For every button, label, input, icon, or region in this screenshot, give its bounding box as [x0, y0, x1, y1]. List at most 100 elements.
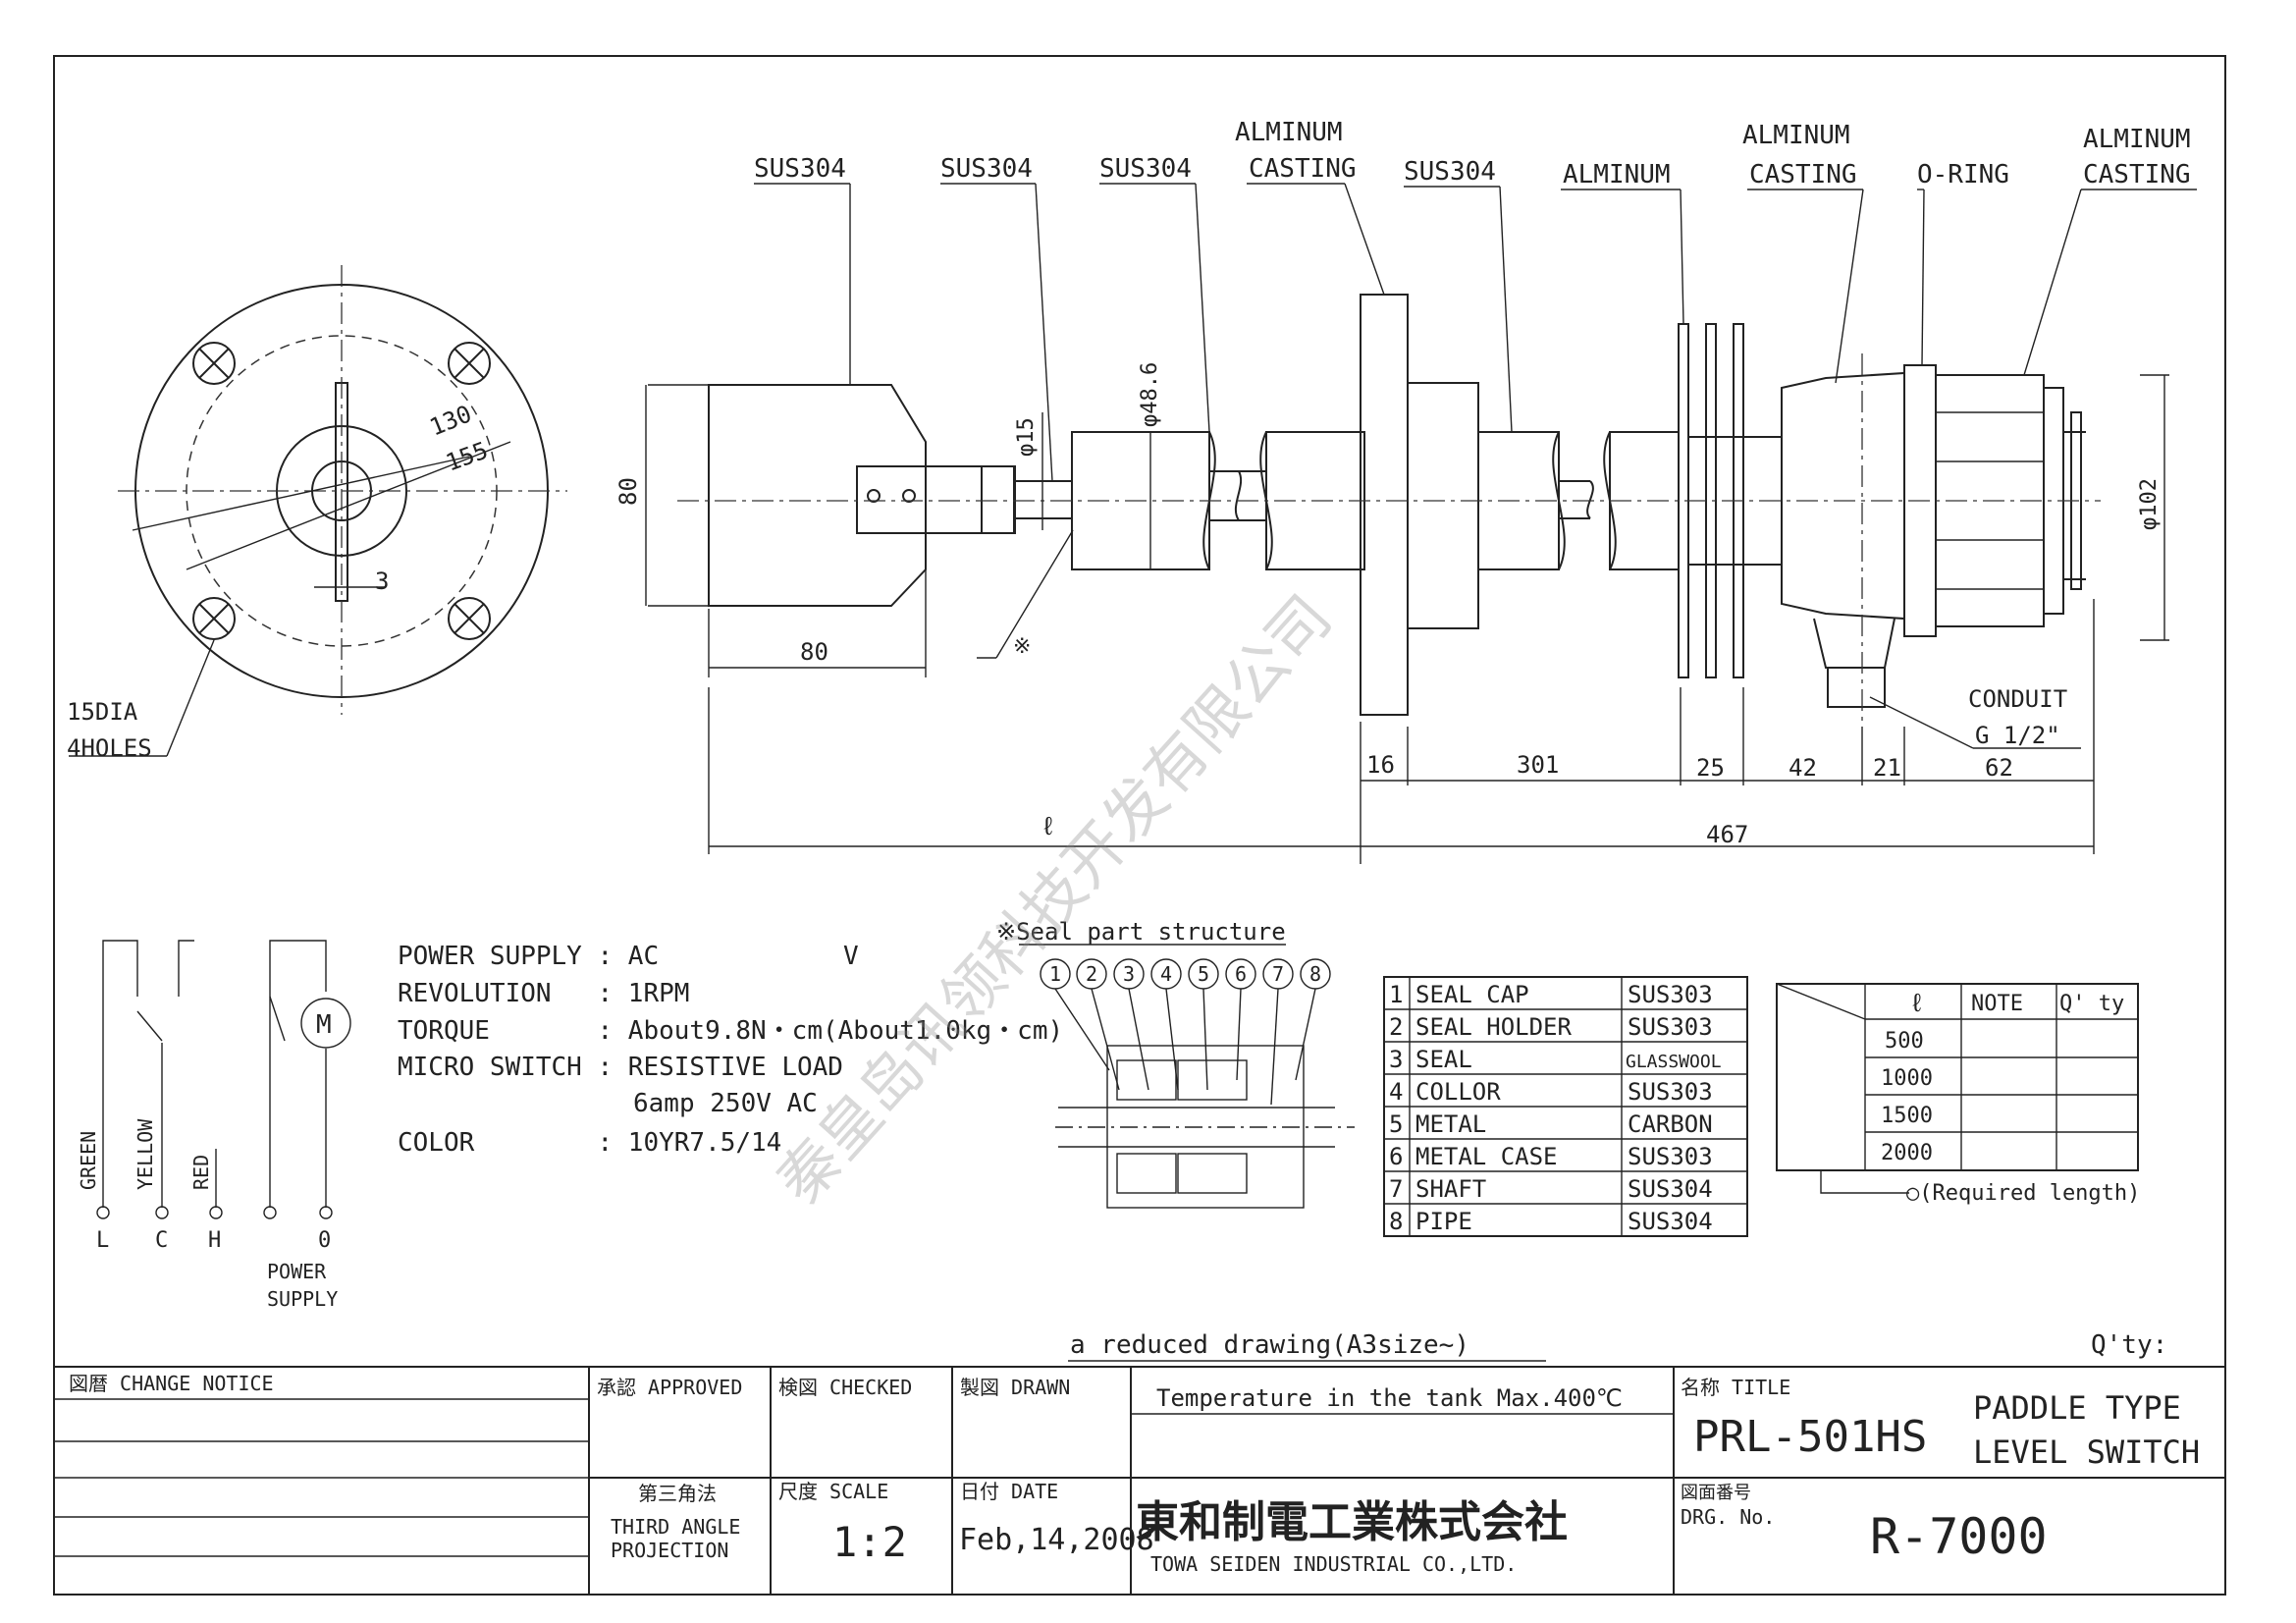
svg-text:1: 1 — [1049, 962, 1061, 986]
dim-62: 62 — [1985, 754, 2013, 782]
scale-label: 尺度 SCALE — [778, 1480, 888, 1503]
date-value: Feb,14,2008 — [959, 1523, 1154, 1557]
svg-text:METAL: METAL — [1415, 1110, 1486, 1138]
drawing-border — [53, 55, 2226, 1596]
parts-table-row: 5 METAL CARBON — [1389, 1110, 1713, 1138]
svg-text:2: 2 — [1086, 962, 1097, 986]
svg-text:SUS303: SUS303 — [1628, 1013, 1713, 1041]
dim-w80: 80 — [800, 638, 828, 666]
svg-text:7: 7 — [1389, 1175, 1403, 1203]
svg-text:COLOR : 10YR7.5/14: COLOR : 10YR7.5/14 — [398, 1128, 781, 1158]
parts-table-row: 1 SEAL CAP SUS303 — [1389, 981, 1713, 1008]
svg-text:POWER SUPPLY : AC V: POWER SUPPLY : AC V — [398, 942, 859, 971]
svg-text:1: 1 — [1389, 981, 1403, 1008]
holes-label-2: 4HOLES — [67, 734, 152, 762]
qty-label: Q'ty: — [2091, 1330, 2167, 1360]
length-table — [1776, 983, 2139, 1194]
projection-jp: 第三角法 — [638, 1482, 717, 1505]
svg-text:2: 2 — [1389, 1013, 1403, 1041]
dimension-lines — [645, 374, 2169, 864]
checked-label: 検図 CHECKED — [778, 1376, 912, 1399]
power-supply-label-2: SUPPLY — [267, 1287, 338, 1311]
svg-text:SEAL: SEAL — [1415, 1046, 1472, 1073]
material-alminum-casting-flange-2: CASTING — [1249, 154, 1357, 184]
svg-text:8: 8 — [1309, 962, 1321, 986]
length-header-ell: ℓ — [1909, 989, 1925, 1018]
dim-3: 3 — [375, 568, 389, 595]
svg-text:SUS303: SUS303 — [1628, 1143, 1713, 1170]
dim-ell: ℓ — [1041, 812, 1056, 841]
svg-text:5: 5 — [1389, 1110, 1403, 1138]
watermark: 秦皇岛讯领科技开发有限公司 — [763, 581, 1346, 1217]
svg-text:SEAL HOLDER: SEAL HOLDER — [1415, 1013, 1572, 1041]
company-en: TOWA SEIDEN INDUSTRIAL CO.,LTD. — [1150, 1552, 1517, 1576]
dim-16: 16 — [1366, 751, 1395, 779]
svg-text:SEAL CAP: SEAL CAP — [1415, 981, 1529, 1008]
material-sus304-shaft: SUS304 — [940, 154, 1033, 184]
material-o-ring: O-RING — [1917, 160, 2009, 189]
length-header-qty: Q' ty — [2059, 992, 2124, 1016]
required-length-note: ○(Required length) — [1906, 1181, 2140, 1206]
length-row: 1500 — [1881, 1104, 1933, 1128]
model-number: PRL-501HS — [1693, 1412, 1927, 1462]
dim-21: 21 — [1873, 754, 1901, 782]
drawn-label: 製図 DRAWN — [960, 1376, 1070, 1399]
wire-red: RED — [189, 1155, 213, 1190]
drg-label-jp: 図面番号 — [1681, 1483, 1751, 1503]
side-view — [677, 294, 2101, 727]
projection-line-2: PROJECTION — [611, 1539, 728, 1562]
length-header-note: NOTE — [1971, 992, 2023, 1016]
length-row: 2000 — [1881, 1141, 1933, 1165]
title-block — [54, 1366, 2225, 1595]
holes-label-1: 15DIA — [67, 698, 138, 726]
parts-table — [1383, 976, 1748, 1237]
scale-value: 1:2 — [832, 1518, 907, 1566]
wire-yellow: YELLOW — [133, 1118, 157, 1190]
specifications: POWER SUPPLY : AC V REVOLUTION : 1RPM TO… — [398, 942, 1063, 1158]
svg-text:MICRO SWITCH : RESISTIVE LOAD: MICRO SWITCH : RESISTIVE LOAD — [398, 1053, 843, 1082]
svg-text:COLLOR: COLLOR — [1415, 1078, 1501, 1106]
svg-text:7: 7 — [1272, 962, 1284, 986]
svg-text:5: 5 — [1198, 962, 1209, 986]
seal-structure-title: ※Seal part structure — [996, 918, 1286, 946]
wiring-diagram — [96, 940, 351, 1219]
material-alminum-casting-cap-2: CASTING — [2083, 160, 2191, 189]
title-label: 名称 TITLE — [1681, 1376, 1790, 1399]
svg-text:3: 3 — [1389, 1046, 1403, 1073]
terminal-l: L — [96, 1228, 109, 1253]
dim-phi102: φ102 — [2137, 478, 2162, 530]
company-jp: 東和制電工業株式会社 — [1136, 1497, 1568, 1547]
svg-text:6: 6 — [1235, 962, 1247, 986]
svg-text:6amp 250V AC: 6amp 250V AC — [633, 1089, 818, 1118]
parts-table-row: 7 SHAFT SUS304 — [1389, 1175, 1713, 1203]
wire-green: GREEN — [77, 1131, 100, 1190]
svg-text:6: 6 — [1389, 1143, 1403, 1170]
svg-text:SUS304: SUS304 — [1628, 1208, 1713, 1235]
parts-table-row: 3 SEAL GLASSWOOL — [1389, 1046, 1722, 1073]
dim-467: 467 — [1706, 821, 1748, 848]
material-alminum-casting-housing-1: ALMINUM — [1742, 121, 1850, 150]
material-leaders — [754, 183, 2197, 749]
conduit-label-2: G 1/2" — [1975, 722, 2060, 749]
temperature-note: Temperature in the tank Max.400℃ — [1156, 1384, 1623, 1412]
material-sus304-pipe: SUS304 — [1099, 154, 1192, 184]
dim-301: 301 — [1517, 751, 1559, 779]
approved-label: 承認 APPROVED — [597, 1376, 742, 1399]
parts-table-row: 6 METAL CASE SUS303 — [1389, 1143, 1713, 1170]
svg-text:SUS303: SUS303 — [1628, 1078, 1713, 1106]
svg-text:PIPE: PIPE — [1415, 1208, 1472, 1235]
conduit-label-1: CONDUIT — [1968, 685, 2067, 713]
seal-structure-drawing — [1054, 988, 1355, 1209]
reduced-drawing-note: a reduced drawing(A3size~) — [1070, 1330, 1469, 1360]
dim-25: 25 — [1696, 754, 1725, 782]
drg-number: R-7000 — [1870, 1508, 2048, 1565]
parts-table-row: 2 SEAL HOLDER SUS303 — [1389, 1013, 1713, 1041]
change-notice-label: 図暦 CHANGE NOTICE — [69, 1372, 274, 1395]
motor-m: M — [316, 1010, 332, 1040]
length-row: 1000 — [1881, 1066, 1933, 1091]
svg-text:8: 8 — [1389, 1208, 1403, 1235]
material-sus304-tube: SUS304 — [1404, 157, 1496, 187]
parts-table-row: 8 PIPE SUS304 — [1389, 1208, 1713, 1235]
kome-mark: ※ — [1013, 634, 1031, 659]
title-line-1: PADDLE TYPE — [1973, 1389, 2181, 1427]
